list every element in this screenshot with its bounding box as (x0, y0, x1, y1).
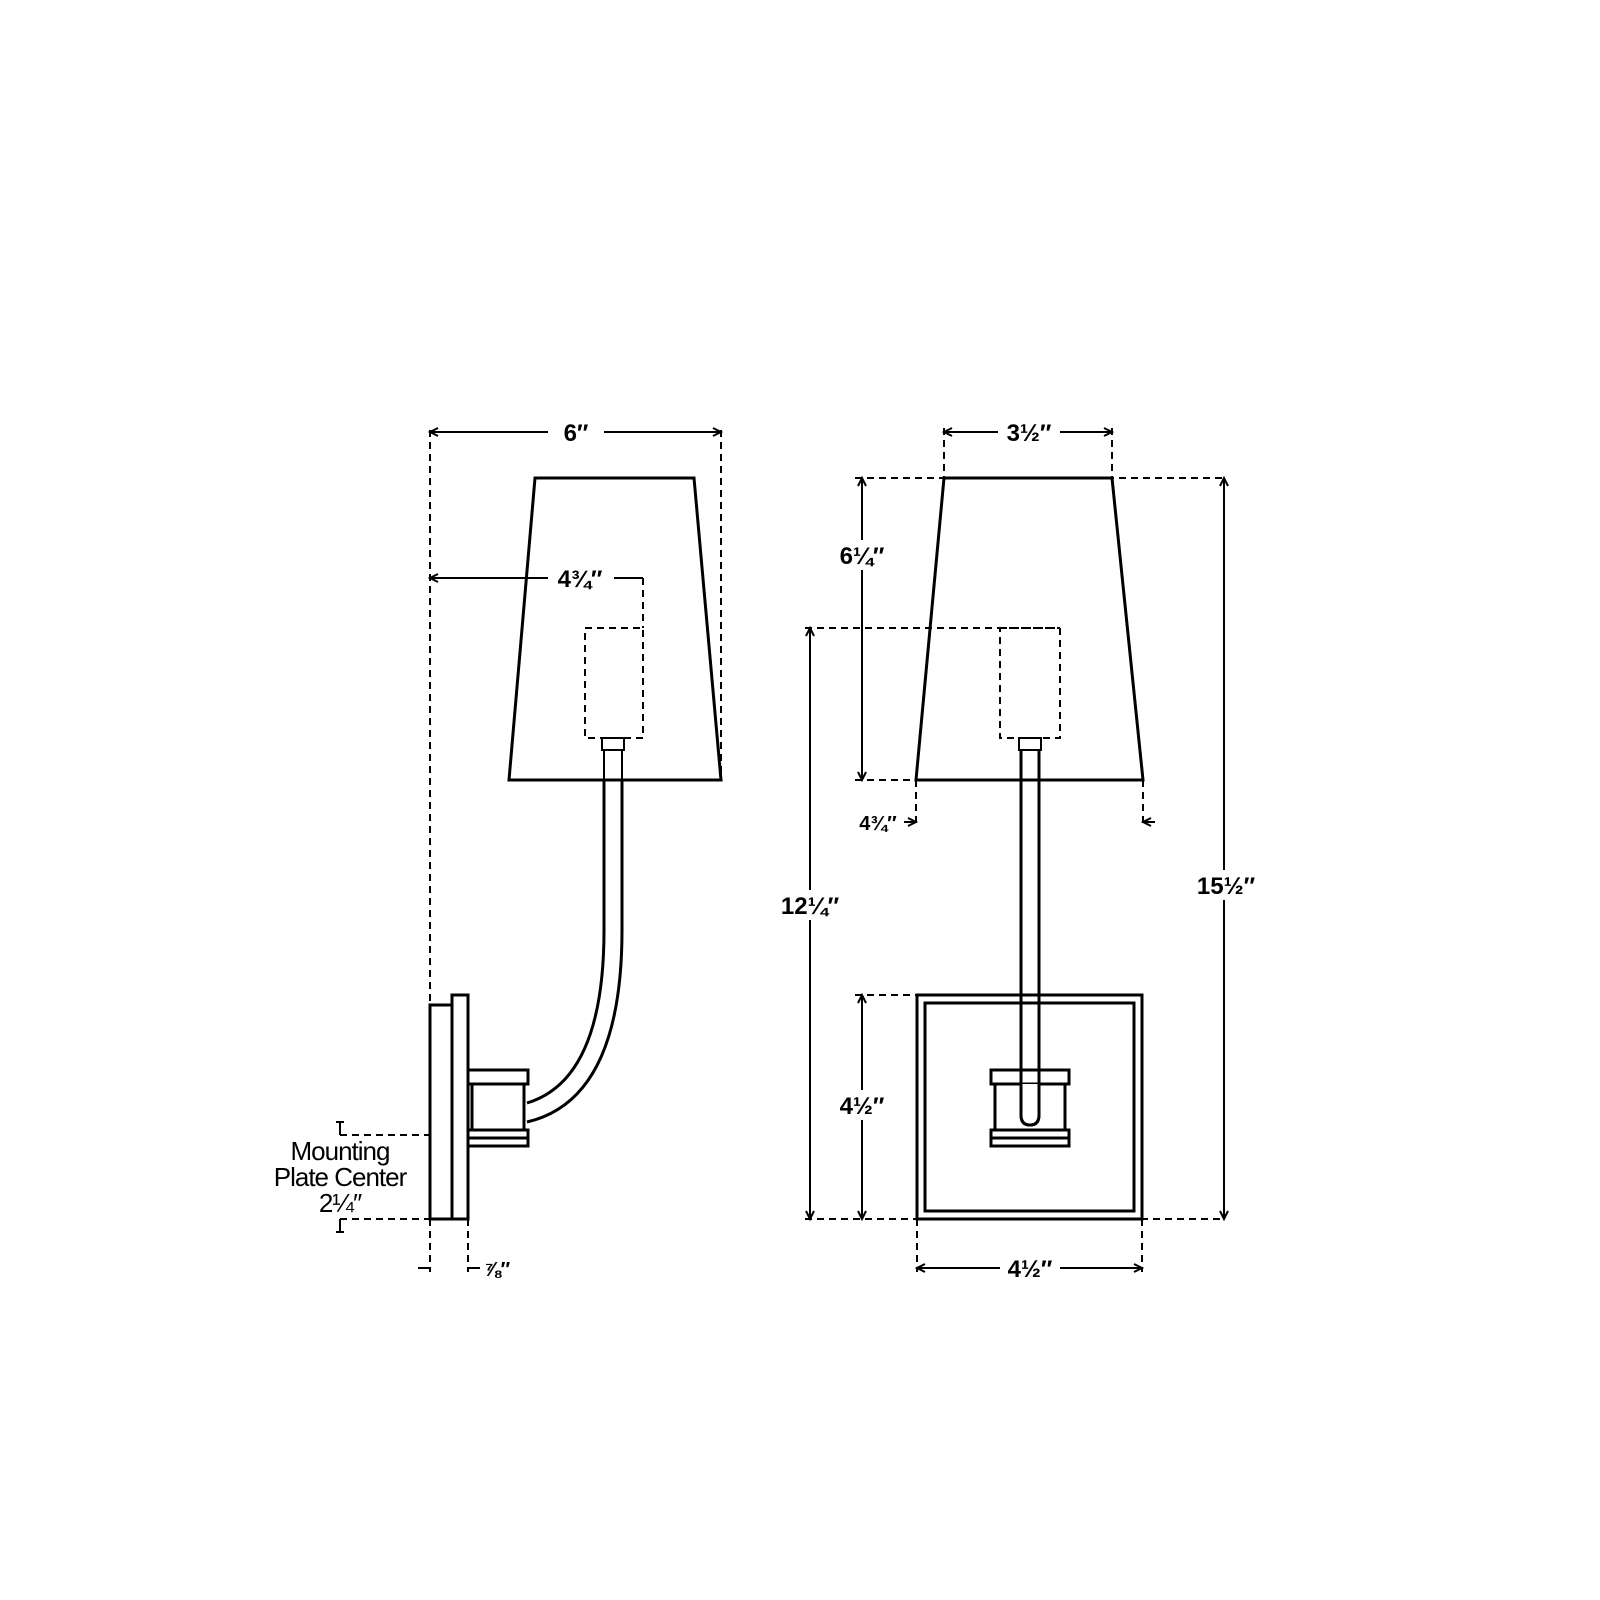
front-shade-height-label: 6¼″ (840, 543, 885, 570)
side-arm (526, 780, 606, 1105)
front-socket-height-label: 12¼″ (781, 893, 840, 920)
front-backplate-height-label: 4½″ (840, 1093, 885, 1120)
side-view: 6″ 4¾″ Mounting Plate Center 2¼″ ⅞ (274, 418, 724, 1281)
front-dim-overall-height (1186, 475, 1266, 1222)
side-socket (584, 627, 644, 739)
mounting-note-line3: 2¼″ (319, 1188, 362, 1218)
front-overall-height-label: 15½″ (1197, 873, 1256, 900)
front-dim-shade-top (941, 418, 1115, 478)
front-dim-shade-bottom (904, 780, 1155, 827)
side-backplate (450, 993, 470, 1221)
side-width-label: 6″ (564, 420, 589, 447)
side-dim-projection (427, 564, 644, 628)
front-backplate (915, 993, 1144, 1221)
front-socket-neck (1018, 737, 1042, 751)
side-dim-plate-depth (418, 1219, 480, 1272)
side-socket-neck (601, 737, 625, 751)
front-dim-backplate-width (914, 1219, 1145, 1282)
front-dim-shade-height (834, 475, 892, 783)
mounting-note-line1: Mounting (291, 1136, 390, 1166)
front-backplate-width-label: 4½″ (1008, 1256, 1053, 1283)
front-shade-bottom-label: 4¾″ (859, 813, 897, 835)
side-projection-label: 4¾″ (558, 566, 603, 593)
front-shade-top-label: 3½″ (1007, 420, 1052, 447)
side-dim-width (427, 418, 724, 1005)
front-dim-backplate-height (830, 992, 894, 1222)
side-plate-depth-label: ⅞″ (484, 1259, 511, 1281)
side-arm-mount (466, 1068, 530, 1086)
side-dim-mounting-center (336, 1121, 430, 1233)
front-dim-socket-height (772, 625, 848, 1222)
front-arm-mount (989, 1068, 1071, 1086)
front-view: 3½″ 6¼″ 4¾″ (772, 418, 1266, 1283)
front-socket (999, 627, 1061, 739)
mounting-note-line2: Plate Center (274, 1162, 408, 1192)
